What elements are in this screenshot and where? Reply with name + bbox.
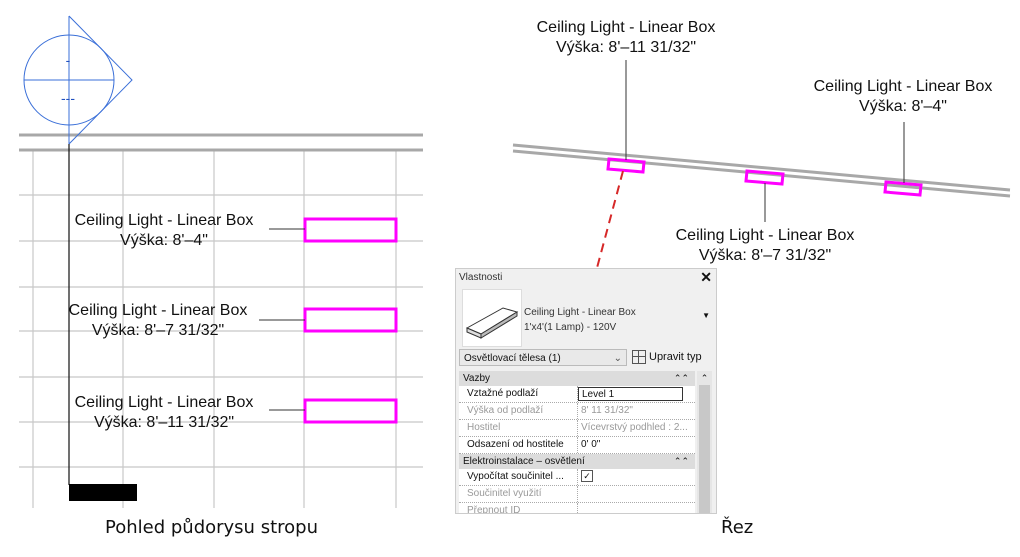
property-key: Hostitel [459,420,578,436]
type-selector[interactable]: Ceiling Light - Linear Box 1'x4'(1 Lamp)… [524,305,636,335]
property-key: Vztažné podlaží [459,386,578,402]
ceiling-grid [19,150,423,508]
leader-lines [259,228,305,411]
filter-value: Osvětlovací tělesa (1) [464,353,561,364]
fixture-height: Výška: 8'–11 31/32" [555,39,697,56]
section-fixture-label: Ceiling Light - Linear Box Výška: 8'–7 3… [657,226,873,266]
section-fixtures[interactable] [606,157,923,197]
ceiling-section [512,143,1011,198]
section-header[interactable]: Elektroinstalace – osvětlení ⌃⌃ [459,454,695,469]
section-header[interactable]: Vazby ⌃⌃ [459,371,695,386]
edit-type-label: Upravit typ [649,351,702,363]
section-fixture-label: Ceiling Light - Linear Box Výška: 8'–11 … [518,18,734,58]
close-icon[interactable]: ✕ [700,269,712,285]
fixture-name: Ceiling Light - Linear Box [74,212,254,229]
plan-caption: Pohled půdorysu stropu [105,517,318,538]
edit-type-button[interactable]: Upravit typ [632,349,702,366]
section-title: Vazby [463,373,491,384]
section-caption: Řez [721,517,754,538]
property-value [578,486,695,502]
type-variant: 1'x4'(1 Lamp) - 120V [524,322,617,333]
fixture-height: Výška: 8'–7 31/32" [91,322,225,339]
property-row[interactable]: Vypočítat součinitel ...✓ [459,469,695,486]
light-fixture[interactable] [303,398,398,424]
light-fixture[interactable] [744,169,785,186]
fixture-height: Výška: 8'–4" [120,232,208,249]
chevron-down-icon: ⌄ [613,353,622,364]
section-tag-icon[interactable] [23,15,133,146]
properties-panel: Vlastnosti ✕ Ceiling Light - Linear Box … [455,268,717,514]
checkbox[interactable]: ✓ [581,470,593,483]
fixture-height: Výška: 8'–11 31/32" [93,414,235,431]
property-row: Součinitel využití [459,486,695,503]
section-fixture-label: Ceiling Light - Linear Box Výška: 8'–4" [795,77,1011,117]
scrollbar-thumb[interactable] [699,385,710,513]
fixture-name: Ceiling Light - Linear Box [68,302,248,319]
section-tag-top: - [66,52,71,68]
collapse-icon[interactable]: ⌃⌃ [673,456,689,466]
panel-title: Vlastnosti [459,272,503,283]
property-key: Vypočítat součinitel ... [459,469,578,485]
fixture-name: Ceiling Light - Linear Box [536,19,716,36]
fixture-name: Ceiling Light - Linear Box [813,78,993,95]
section-end-marker [69,484,137,501]
property-value: 8' 11 31/32" [581,405,633,416]
type-preview-image [462,289,522,347]
property-value [578,503,695,513]
scroll-up-icon[interactable]: ⌃ [700,373,709,383]
collapse-icon[interactable]: ⌃⌃ [673,373,689,383]
section-leader-lines [625,60,905,222]
plan-fixture-label: Ceiling Light - Linear Box Výška: 8'–4" [56,211,272,251]
instance-filter-dropdown[interactable]: Osvětlovací tělesa (1) ⌄ [459,349,627,366]
light-fixture[interactable] [606,157,646,174]
dropdown-arrow-icon[interactable]: ▼ [702,311,710,320]
scrollbar[interactable]: ⌃ [697,371,712,513]
section-tag-bottom: --- [61,90,75,106]
property-row: Přepnout ID [459,503,695,513]
fixture-height: Výška: 8'–7 31/32" [698,247,832,264]
fixture-name: Ceiling Light - Linear Box [675,227,855,244]
type-name: Ceiling Light - Linear Box [524,307,636,318]
wall-lines [19,133,423,152]
plan-fixture-label: Ceiling Light - Linear Box Výška: 8'–7 3… [50,301,266,341]
light-fixture[interactable] [883,180,923,197]
property-value: Vícevrstvý podhled : 2... [581,422,688,433]
fixture-height: Výška: 8'–4" [859,98,947,115]
property-key: Odsazení od hostitele [459,437,578,453]
property-key: Součinitel využití [459,486,578,502]
property-key: Přepnout ID [459,503,578,513]
light-fixture[interactable] [303,217,398,243]
light-fixture[interactable] [303,307,398,333]
property-key: Výška od podlaží [459,403,578,419]
plan-fixtures[interactable] [303,217,398,424]
level-input[interactable]: Level 1 [578,387,683,401]
plan-fixture-label: Ceiling Light - Linear Box Výška: 8'–11 … [56,393,272,433]
fixture-preview-icon [465,307,519,339]
edit-type-icon [632,350,646,365]
section-title: Elektroinstalace – osvětlení [463,456,585,467]
fixture-name: Ceiling Light - Linear Box [74,394,254,411]
offset-input[interactable]: 0' 0" [581,439,601,450]
